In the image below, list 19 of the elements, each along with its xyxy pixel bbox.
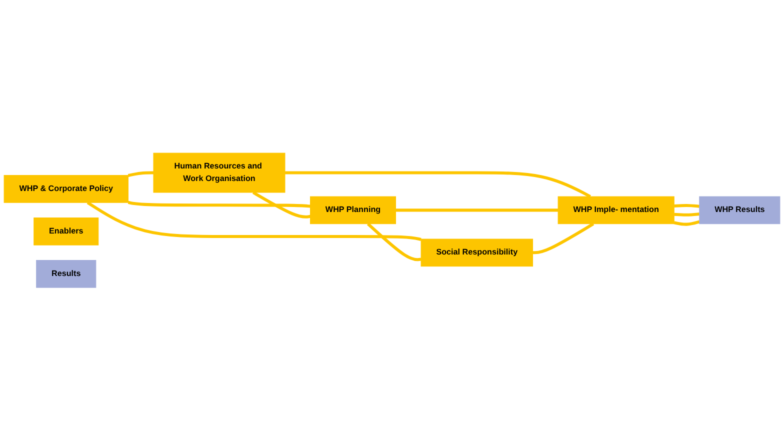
node-box: WHP & Corporate Policy bbox=[4, 175, 128, 204]
node-box: WHP Planning bbox=[310, 196, 396, 224]
connector bbox=[128, 201, 310, 208]
connector bbox=[128, 171, 154, 178]
node-box: WHP Imple- mentation bbox=[558, 196, 674, 224]
node-box: Results bbox=[36, 260, 96, 288]
connector bbox=[396, 208, 558, 212]
connector bbox=[674, 204, 700, 208]
connector bbox=[86, 202, 422, 242]
connector bbox=[252, 191, 310, 219]
node-box: WHP Results bbox=[699, 196, 780, 224]
connector bbox=[532, 222, 594, 254]
connector bbox=[674, 212, 700, 217]
node-box: Human Resources and Work Organisation bbox=[153, 152, 286, 193]
connector bbox=[674, 220, 700, 226]
node-box: Social Responsibility bbox=[420, 238, 534, 267]
node-box: Enablers bbox=[34, 218, 99, 246]
connector bbox=[366, 222, 422, 262]
connector bbox=[284, 171, 591, 198]
